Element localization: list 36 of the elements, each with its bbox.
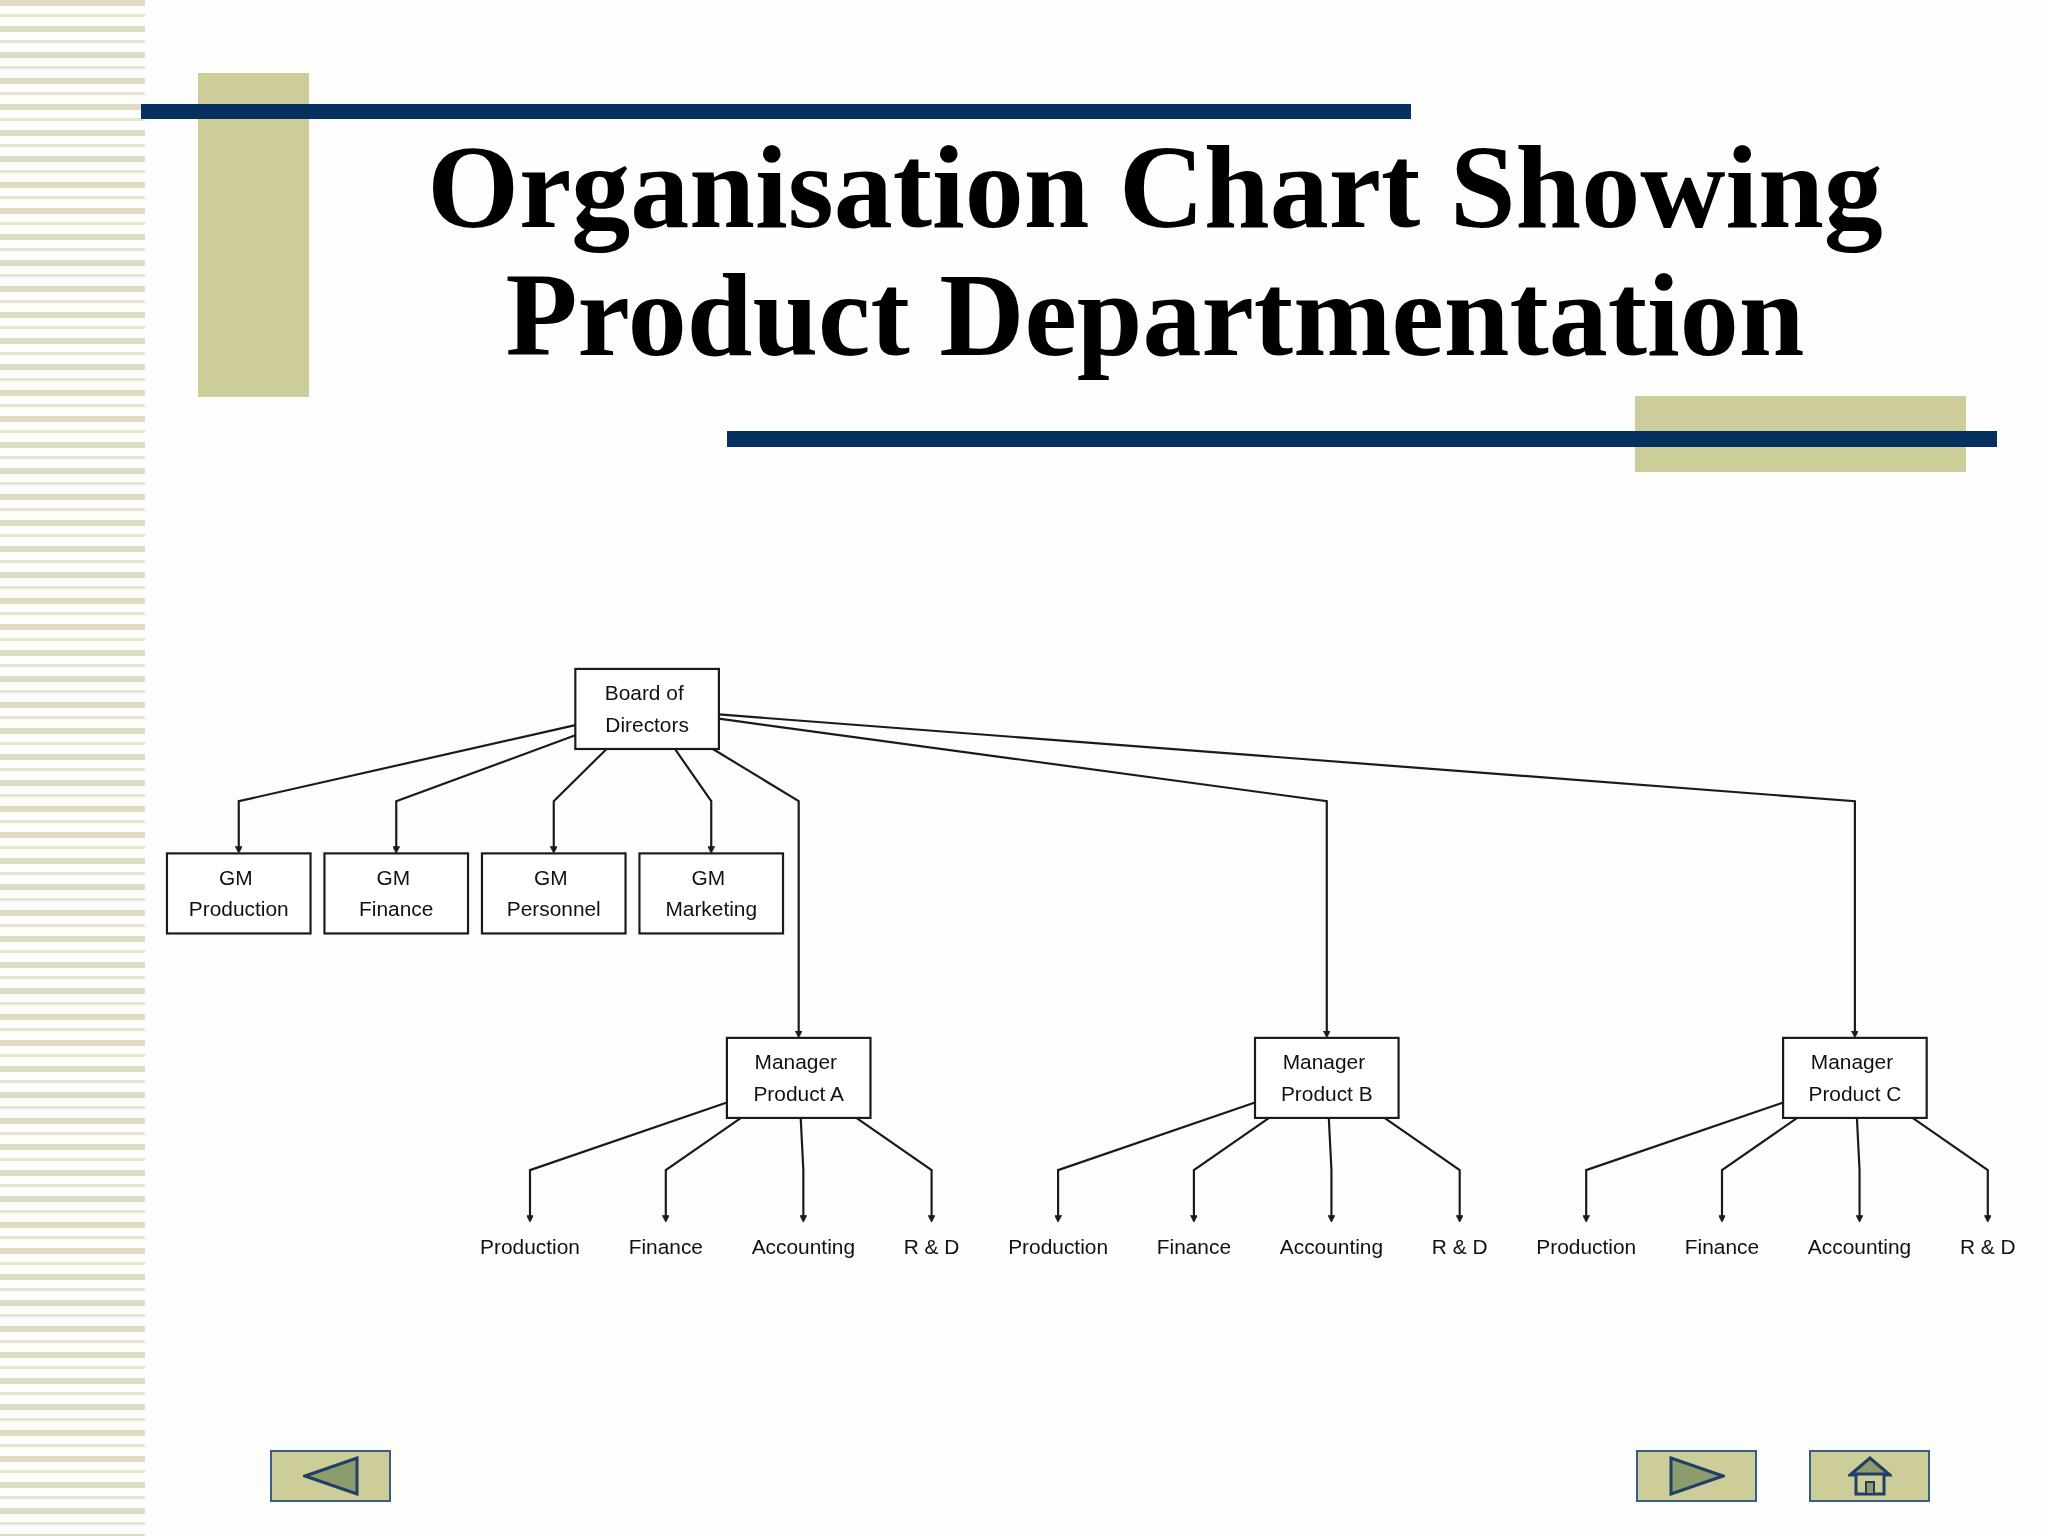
arrow — [1582, 1101, 1784, 1223]
node-text: Production — [1008, 1234, 1109, 1259]
node-box: Manager Product C — [1782, 1036, 1928, 1119]
arrow — [1327, 1117, 1336, 1223]
arrow — [1383, 1117, 1464, 1223]
arrow — [855, 1117, 936, 1223]
node-box: GM Marketing — [638, 852, 785, 935]
arrow — [1911, 1117, 1992, 1223]
node-text: Finance — [628, 1234, 703, 1259]
arrow — [1855, 1117, 1864, 1223]
arrow — [549, 748, 608, 854]
node-text: Accounting — [751, 1234, 856, 1259]
node-box: Manager Product A — [725, 1036, 872, 1119]
node-box: Board of Directors — [574, 667, 720, 751]
arrow — [234, 724, 576, 854]
node-box: GM Finance — [323, 852, 470, 935]
node-text: Finance — [1684, 1234, 1760, 1259]
arrow — [1190, 1117, 1270, 1223]
node-text: R & D — [903, 1234, 960, 1259]
node-text: R & D — [1959, 1234, 2016, 1259]
arrow — [799, 1117, 808, 1223]
arrow — [661, 1117, 742, 1223]
node-text: Production — [1536, 1234, 1637, 1259]
node-text: Finance — [1156, 1234, 1232, 1259]
arrow — [674, 748, 716, 854]
title: Organisation Chart Showing Product Departmentation — [426, 124, 1884, 380]
arrow — [1054, 1101, 1256, 1223]
node-text: Accounting — [1807, 1234, 1912, 1259]
node-text: Accounting — [1279, 1234, 1384, 1259]
arrow — [1718, 1117, 1798, 1223]
node-text: R & D — [1431, 1234, 1488, 1259]
node-box: Manager Product B — [1253, 1036, 1400, 1119]
arrow — [392, 734, 576, 854]
node-text: Production — [480, 1234, 580, 1259]
node-box: GM Personnel — [480, 852, 627, 935]
node-box: GM Production — [165, 852, 312, 935]
